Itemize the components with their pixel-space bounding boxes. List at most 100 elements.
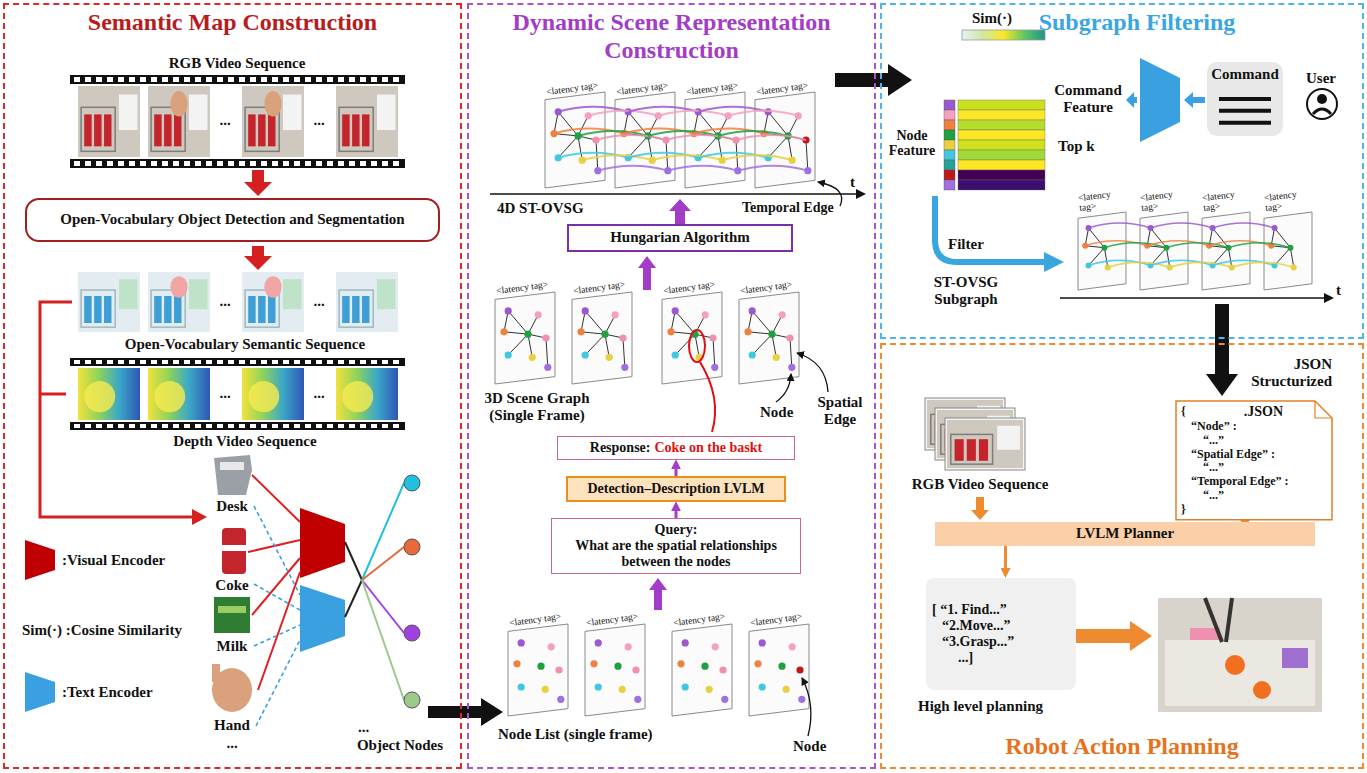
sprocket-hole [239, 77, 245, 82]
sprocket-hole [74, 161, 80, 166]
film-band [70, 159, 405, 168]
video-frame [242, 272, 304, 332]
graph-node [537, 663, 544, 670]
spatial-edge [768, 136, 788, 158]
film-band [70, 75, 405, 84]
coke-crop [222, 545, 246, 551]
user-icon [1313, 109, 1331, 114]
sprocket-hole [316, 161, 322, 166]
sprocket-hole [294, 161, 300, 166]
sprocket-hole [272, 161, 278, 166]
object [189, 95, 208, 130]
plan-label: High level planning [918, 698, 1043, 715]
sprocket-hole [173, 360, 179, 364]
json-document: {.JSON“Node” :“...”“Spatial Edge” :“...”… [1175, 400, 1333, 521]
axis-head [856, 189, 866, 199]
ellipsis: ... [313, 293, 324, 310]
pointer-line [797, 353, 828, 392]
spatial-edge [788, 136, 792, 160]
ellipsis: ... [219, 385, 230, 402]
user-icon [1317, 94, 1327, 104]
flow-arrow [669, 199, 691, 224]
graph-node [798, 696, 805, 703]
scene-object [1282, 648, 1308, 668]
sprocket-hole [360, 360, 366, 364]
graph-node [778, 663, 785, 670]
sprocket-hole [250, 424, 256, 428]
graph-node [542, 686, 549, 693]
node-feature-cell [944, 110, 955, 120]
latency-tag: <latency tag> [586, 612, 639, 629]
pointer-line [802, 678, 811, 736]
can [248, 296, 255, 323]
temporal-edge [596, 135, 666, 140]
box-text: “2.Move...” [932, 618, 1080, 634]
graph-node [759, 683, 766, 690]
graph-node [682, 683, 689, 690]
spatial-edge [790, 338, 792, 367]
can [955, 439, 964, 461]
film-band [70, 358, 405, 366]
query-box: Query:What are the spatial relationships… [551, 518, 801, 574]
spatial-edge [752, 334, 772, 355]
sprocket-hole [371, 424, 377, 428]
latency-tag: <latency tag> [750, 612, 803, 629]
sprocket-hole [184, 424, 190, 428]
temporal-edge [1232, 262, 1294, 267]
latency-tag: <latency tag> [509, 612, 562, 629]
sprocket-hole [151, 424, 157, 428]
legend-icon [25, 672, 55, 712]
sprocket-hole [228, 360, 234, 364]
can [94, 114, 101, 146]
can [94, 296, 101, 323]
graph-node [555, 666, 562, 673]
frame-plane [672, 624, 732, 716]
merge-line [345, 542, 362, 580]
node-feature-cell [944, 160, 955, 170]
video-frame [78, 272, 140, 332]
sequence-label: RGB Video Sequence [912, 476, 1049, 493]
desk-crop [220, 462, 244, 470]
box-text: “...” [1181, 434, 1351, 448]
sprocket-hole [316, 424, 322, 428]
spatial-edge [578, 136, 582, 160]
latency-tag: <latency tag> [740, 280, 793, 297]
sprocket-hole [272, 77, 278, 82]
hand [264, 276, 281, 298]
frame-plane [662, 292, 722, 384]
node-link [362, 547, 404, 580]
robot-gripper [1226, 598, 1232, 642]
latency-tag: <latency tag> [1201, 188, 1247, 214]
graph-node [614, 663, 621, 670]
sequence-label: Open-Vocabulary Semantic Sequence [125, 336, 365, 353]
sprocket-hole [195, 424, 201, 428]
can [258, 114, 265, 146]
graph-label: 4D ST-OVSG [497, 200, 584, 217]
sprocket-hole [250, 360, 256, 364]
depth-blob [248, 381, 279, 412]
object [997, 426, 1020, 450]
video-frame [945, 418, 1025, 470]
latency-tag: <latency tag> [673, 612, 726, 629]
user-icon [1307, 89, 1337, 119]
callout-line [700, 362, 715, 432]
sprocket-hole [151, 77, 157, 82]
graph-node [754, 660, 761, 667]
sprocket-hole [96, 360, 102, 364]
flow-arrow [675, 509, 678, 518]
sprocket-hole [118, 424, 124, 428]
panel-title: Robot Action Planning [882, 733, 1362, 761]
time-axis [490, 193, 858, 195]
frame-plane [508, 624, 568, 716]
video-frame [78, 86, 140, 157]
can [268, 296, 275, 323]
process-box: Open-Vocabulary Object Detection and Seg… [25, 198, 440, 242]
object [377, 279, 396, 309]
sprocket-hole [195, 360, 201, 364]
hand [264, 91, 281, 117]
spatial-edge [806, 140, 808, 171]
sprocket-hole [272, 424, 278, 428]
object-node [404, 475, 420, 491]
can [104, 296, 111, 323]
flow-arrow [1184, 92, 1205, 108]
